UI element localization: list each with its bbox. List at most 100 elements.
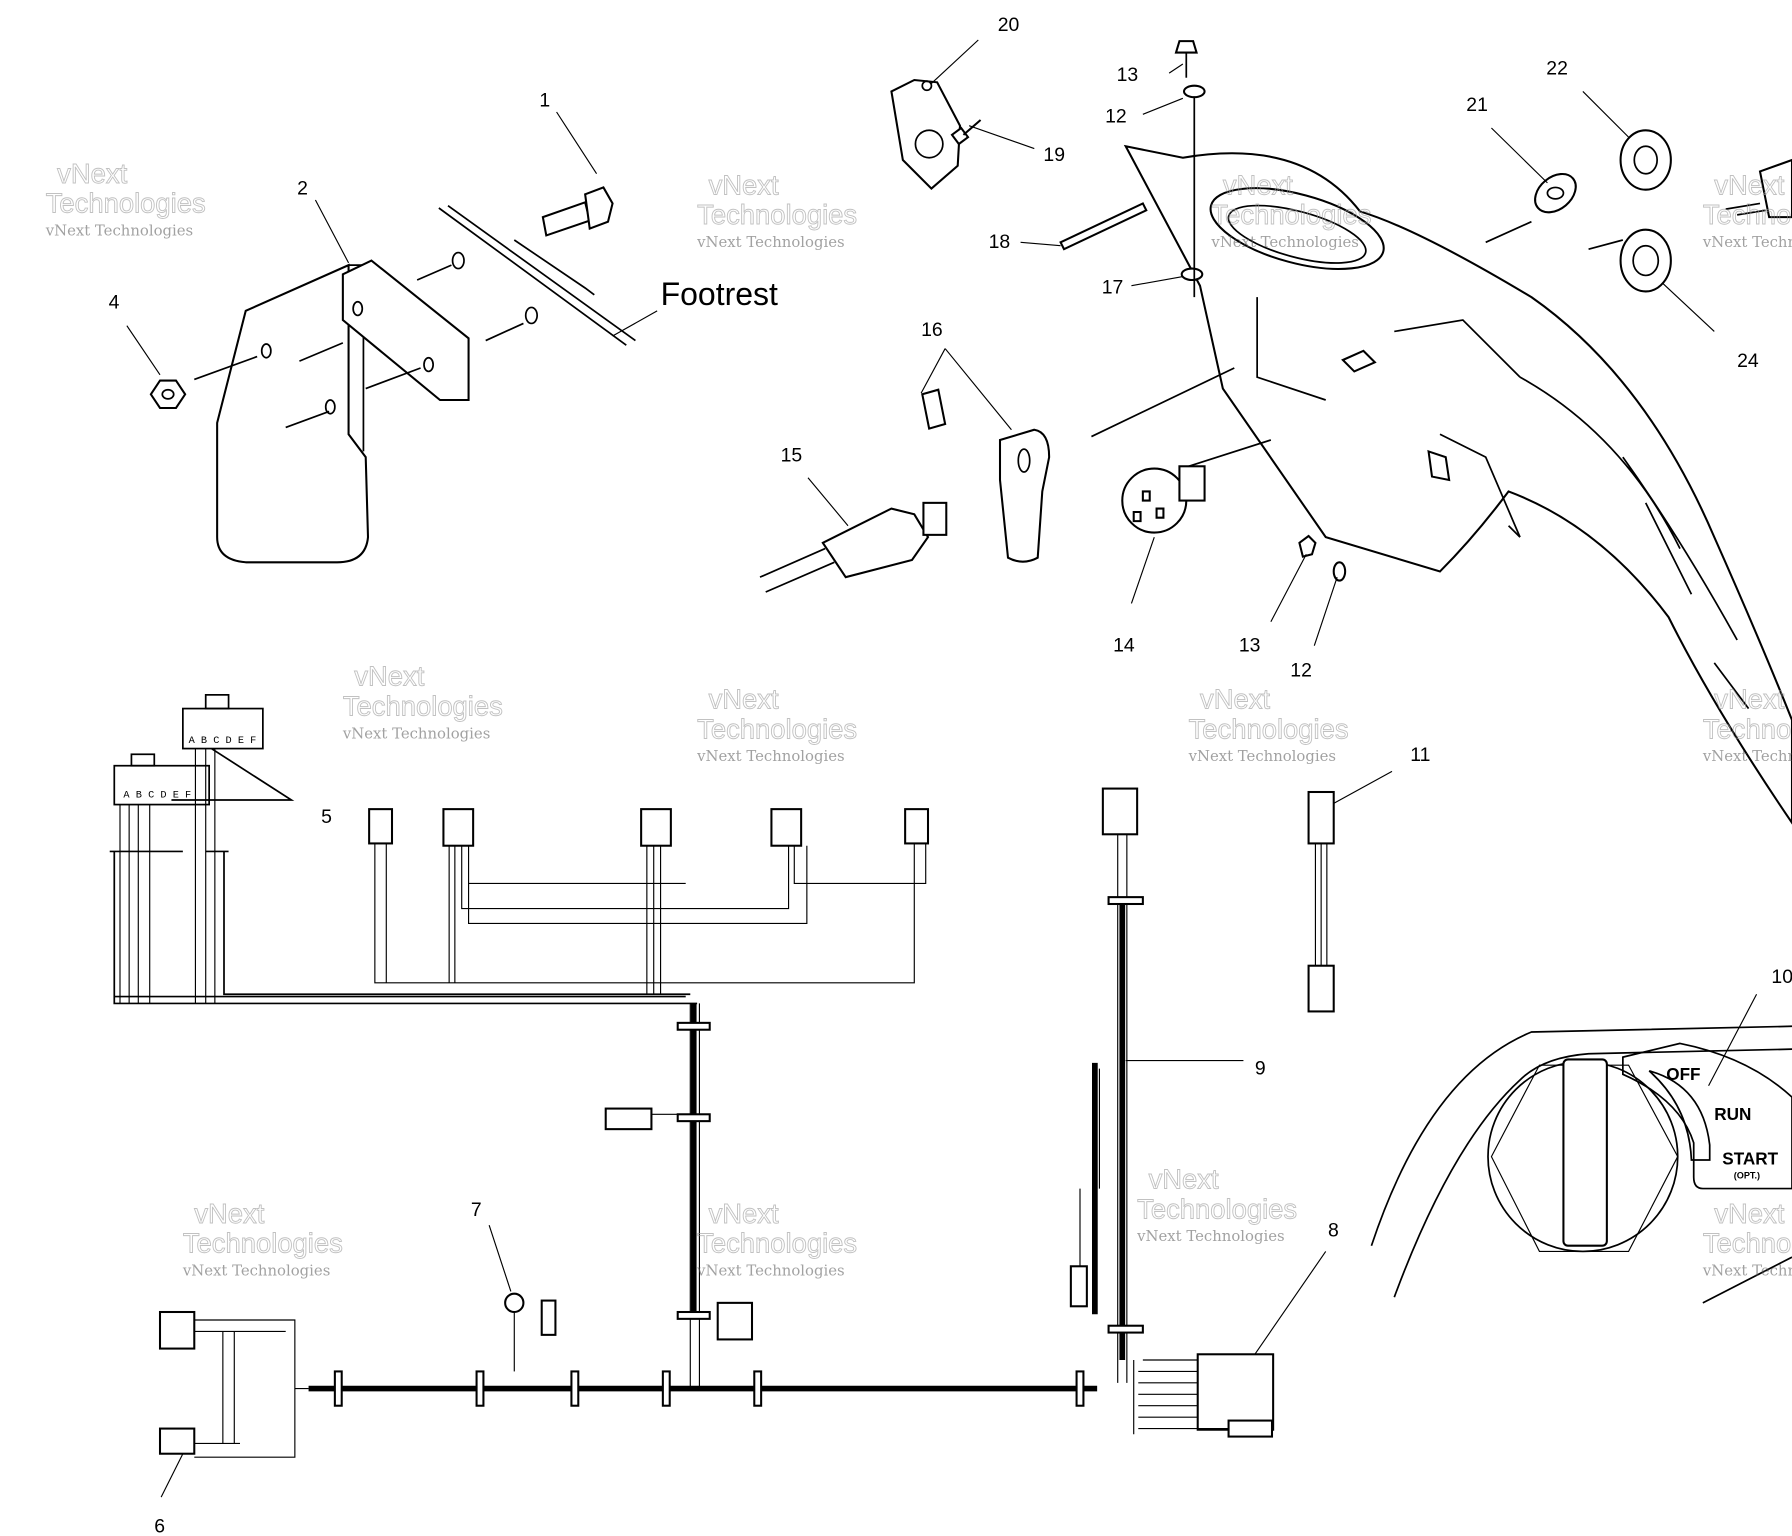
harness-connectors [368, 787, 1139, 847]
diagram-stroke [1370, 1025, 1792, 1246]
diagram-stroke [1648, 1070, 1711, 1161]
diagram-stroke [570, 1370, 580, 1407]
callout-8: 8 [1328, 1220, 1339, 1242]
wiring-harness-5: A B C D E F A B C D E F [109, 694, 1335, 1458]
diagram-stroke [1182, 84, 1206, 99]
diagram-stroke [1562, 1058, 1608, 1247]
diagram-stroke [374, 843, 927, 995]
diagram-stroke [676, 1113, 711, 1123]
diagram-stroke: Technologies [1703, 199, 1792, 230]
diagram-stroke [1702, 1256, 1792, 1304]
diagram-stroke [1332, 561, 1347, 582]
diagram-stroke [540, 1299, 557, 1336]
callout-12-top: 12 [1105, 105, 1127, 127]
diagram-stroke [1298, 534, 1317, 558]
diagram-stroke [1075, 1370, 1085, 1407]
diagram-stroke [119, 748, 216, 1004]
diagram-stroke [914, 129, 944, 159]
diagram-stroke [584, 186, 614, 230]
diagram-stroke: vNext Technologies [45, 221, 193, 239]
callout-1: 1 [539, 89, 550, 111]
diagram-stroke: Technologies [1137, 1193, 1297, 1224]
diagram-stroke [1227, 204, 1367, 264]
diagram-stroke: Technologies [1211, 199, 1371, 230]
diagram-stroke [1393, 1048, 1792, 1298]
callout-15: 15 [781, 445, 803, 467]
callout-13-top: 13 [1117, 64, 1139, 86]
console-opening [1209, 187, 1385, 270]
diagram-stroke [1101, 787, 1139, 836]
console-assembly [1123, 144, 1792, 825]
diagram-stroke: vNext [354, 661, 424, 692]
diagram-stroke [921, 80, 933, 92]
diagram-stroke [689, 1003, 700, 1389]
diagram-stroke [126, 39, 1758, 1498]
diagram-stroke: vNext Technologies [1702, 233, 1792, 251]
switch-15 [821, 507, 930, 579]
diagram-stroke [1133, 1359, 1229, 1435]
tie-strap-18 [1059, 202, 1148, 251]
callout-19: 19 [1043, 144, 1065, 166]
diagram-stroke [1174, 40, 1198, 54]
diagram-stroke [1132, 490, 1165, 523]
part-partial [1758, 158, 1792, 219]
diagram-stroke [193, 264, 524, 429]
callout-6: 6 [154, 1516, 165, 1536]
diagram-stroke [759, 547, 835, 593]
diagram-stroke [640, 808, 672, 847]
diagram-stroke: Footrest [661, 276, 778, 312]
diagram-stroke [1107, 1324, 1144, 1334]
diagram-stroke [753, 1370, 763, 1407]
callout-12-bottom: 12 [1290, 660, 1312, 682]
diagram-stroke [1227, 1419, 1274, 1438]
diagram-stroke [324, 399, 336, 415]
diagram-stroke [661, 1370, 671, 1407]
diagram-stroke [438, 205, 636, 346]
diagram-stroke: vNext [709, 1198, 779, 1229]
callout-21: 21 [1466, 94, 1488, 116]
diagram-stroke [1632, 244, 1660, 277]
diagram-stroke: Technologies [1703, 1228, 1792, 1259]
callout-9: 9 [1255, 1057, 1266, 1079]
bushing-24 [1619, 228, 1672, 293]
diagram-stroke [352, 300, 364, 317]
diagram-stroke: vNext [1223, 169, 1293, 200]
callout-4: 4 [109, 292, 120, 314]
diagram-stroke: Technologies [697, 1228, 857, 1259]
callout-5: 5 [321, 806, 332, 828]
diagram-stroke [161, 388, 175, 400]
diagram-stroke: vNext [57, 158, 127, 189]
callout-2: 2 [297, 177, 308, 199]
callout-22: 22 [1546, 57, 1568, 79]
diagram-stroke [260, 343, 272, 359]
diagram-stroke [368, 808, 394, 845]
diagram-stroke: Technologies [697, 713, 857, 744]
switch-label-start: START [1722, 1149, 1778, 1169]
diagram-stroke [1546, 186, 1565, 200]
console-body [1123, 144, 1792, 825]
diagram-stroke [1069, 1265, 1088, 1308]
diagram-stroke: vNext [1714, 1198, 1784, 1229]
diagram-stroke [113, 764, 210, 806]
diagram-stroke: Technologies [1189, 713, 1349, 744]
diagram-stroke [158, 1427, 196, 1455]
diagram-stroke [204, 694, 230, 710]
diagram-stroke [676, 1021, 711, 1031]
lever-16 [998, 428, 1051, 563]
diagram-stroke [922, 501, 948, 536]
diagram-stroke [1314, 843, 1328, 966]
diagram-stroke [716, 1301, 754, 1341]
diagram-stroke [1427, 449, 1451, 482]
diagram-stroke: vNext Technologies [1136, 1227, 1284, 1245]
diagram-stroke: vNext [1149, 1164, 1219, 1195]
spacer-block [341, 259, 470, 402]
diagram-stroke: vNext Technologies [1188, 747, 1336, 765]
switch-label-opt: (OPT.) [1734, 1170, 1760, 1180]
